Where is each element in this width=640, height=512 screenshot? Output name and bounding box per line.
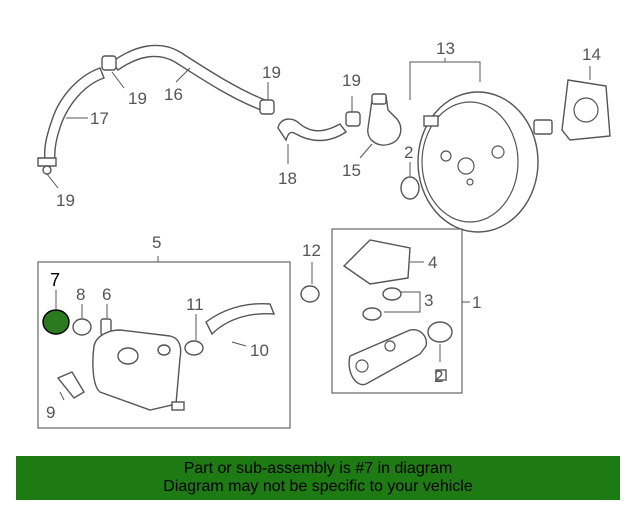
callout-16: 16 xyxy=(164,85,183,104)
parts-diagram: 17 19 19 16 19 19 18 15 13 2 14 5 7 8 6 … xyxy=(37,39,611,429)
part-15-check-valve[interactable] xyxy=(367,93,402,146)
callout-2-lower: 2 xyxy=(434,367,443,386)
callout-19-top-middle: 19 xyxy=(262,63,281,82)
part-11-clamp[interactable] xyxy=(184,340,204,356)
callout-2-upper: 2 xyxy=(404,143,413,162)
assembly-box-1 xyxy=(331,228,463,394)
callout-7: 7 xyxy=(50,270,60,290)
callout-15: 15 xyxy=(342,161,361,180)
info-banner: Part or sub-assembly is #7 in diagram Di… xyxy=(16,456,620,500)
callout-13: 13 xyxy=(436,39,455,58)
callout-19-lower-left: 19 xyxy=(56,191,75,210)
callout-9: 9 xyxy=(46,403,55,422)
callout-8: 8 xyxy=(76,285,85,304)
part-9-bracket[interactable] xyxy=(56,371,85,399)
callout-19-right: 19 xyxy=(342,71,361,90)
callout-4: 4 xyxy=(428,253,437,272)
callout-12: 12 xyxy=(302,241,321,260)
callout-19-top-left: 19 xyxy=(128,89,147,108)
brake-fluid-reservoir[interactable] xyxy=(92,329,185,411)
part-7-reservoir-cap[interactable] xyxy=(42,309,70,335)
master-cylinder-body[interactable] xyxy=(348,329,447,386)
callout-6: 6 xyxy=(102,285,111,304)
callout-3: 3 xyxy=(424,291,433,310)
callout-1: 1 xyxy=(472,293,481,312)
leader-lines xyxy=(46,58,591,401)
part-19-clamp-top-middle[interactable] xyxy=(259,99,275,115)
callout-5: 5 xyxy=(152,233,161,252)
part-18-hose[interactable] xyxy=(277,118,348,142)
callout-18: 18 xyxy=(278,169,297,188)
assembly-box-5 xyxy=(37,261,291,429)
callout-10: 10 xyxy=(250,341,269,360)
part-8-grommet[interactable] xyxy=(72,318,92,336)
part-10-hose[interactable] xyxy=(205,302,276,336)
part-3-seals[interactable] xyxy=(362,287,402,321)
part-19-clamp-lower-left[interactable] xyxy=(37,157,57,175)
banner-line-1: Part or sub-assembly is #7 in diagram xyxy=(183,460,453,477)
part-2-o-ring-lower[interactable] xyxy=(427,321,453,343)
part-19-clamp-top-left[interactable] xyxy=(101,55,117,71)
part-14-gasket[interactable] xyxy=(561,79,611,141)
part-12-clamp[interactable] xyxy=(300,285,320,303)
callout-11: 11 xyxy=(186,295,204,314)
part-2-o-ring-upper[interactable] xyxy=(400,176,420,200)
part-13-brake-booster[interactable] xyxy=(417,91,553,233)
callout-17: 17 xyxy=(90,109,109,128)
part-19-clamp-right[interactable] xyxy=(345,111,361,127)
banner-line-2: Diagram may not be specific to your vehi… xyxy=(163,478,473,495)
callout-14: 14 xyxy=(582,45,601,64)
part-4-reservoir-cover[interactable] xyxy=(342,239,411,285)
